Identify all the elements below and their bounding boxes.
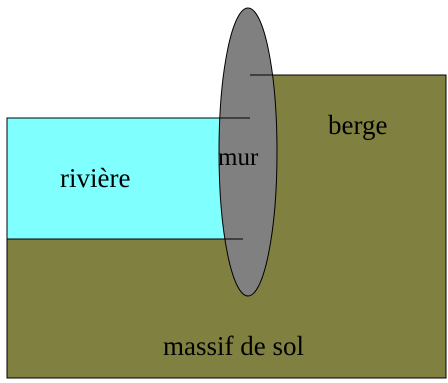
river-region (6, 117, 251, 240)
wall-label: mur (218, 144, 259, 171)
river-label: rivière (60, 163, 130, 193)
bank-label: berge (328, 110, 387, 140)
ground-mass-label: massif de sol (163, 331, 304, 361)
wall-ellipse (218, 7, 278, 297)
